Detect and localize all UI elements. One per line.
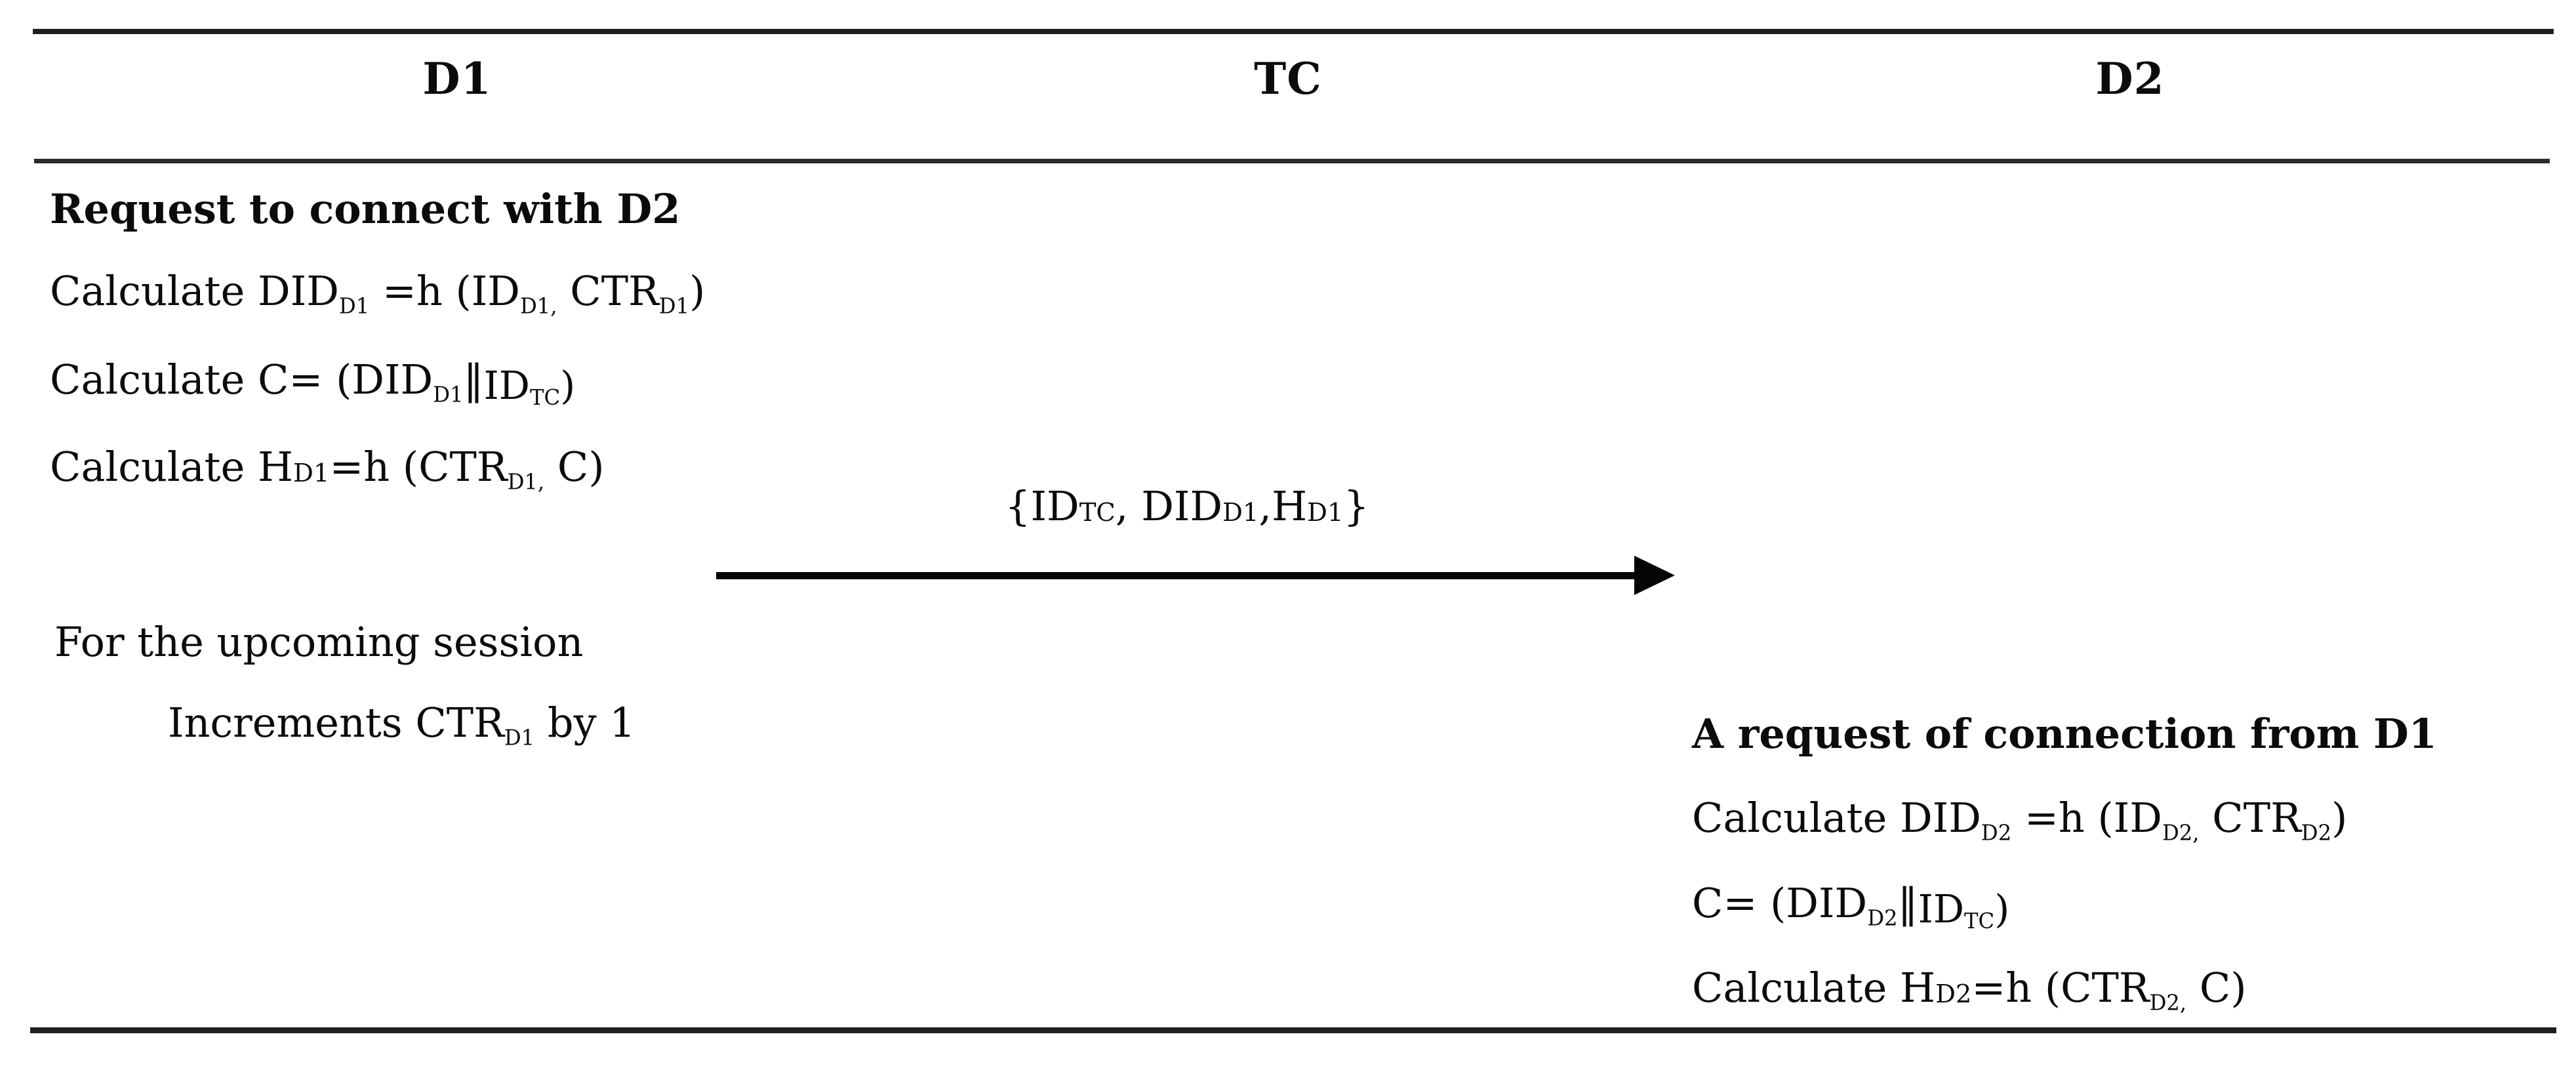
d2-step-calculate-h: Calculate HD2=h (CTRD2, C) [1692,964,2247,1016]
bottom-border-line [30,1027,2556,1033]
d1-step-calculate-c: Calculate C= (DIDD1‖IDTC) [50,356,576,410]
d2-step-request: A request of connection from D1 [1692,710,2437,758]
message-arrow-shaft [716,572,1636,579]
d1-step-calculate-did: Calculate DIDD1 =h (IDD1, CTRD1) [50,267,706,319]
arrowhead-right-icon [1634,556,1675,595]
d2-step-calculate-c: C= (DIDD2‖IDTC) [1692,879,2010,934]
header-separator-line [34,159,2550,163]
d1-step-increment-ctr: Increments CTRD1 by 1 [168,699,635,751]
column-header-d2: D2 [2095,53,2165,104]
message-payload-label: {IDTC, DIDD1,HD1} [1005,482,1369,530]
d1-step-upcoming-session: For the upcoming session [54,618,584,666]
column-header-tc: TC [1254,53,1322,104]
column-header-d1: D1 [422,53,492,104]
d2-step-calculate-did: Calculate DIDD2 =h (IDD2, CTRD2) [1692,794,2348,846]
top-border-line [33,29,2554,34]
d1-step-calculate-h: Calculate HD1=h (CTRD1, C) [50,443,605,495]
d1-step-request: Request to connect with D2 [50,185,681,233]
